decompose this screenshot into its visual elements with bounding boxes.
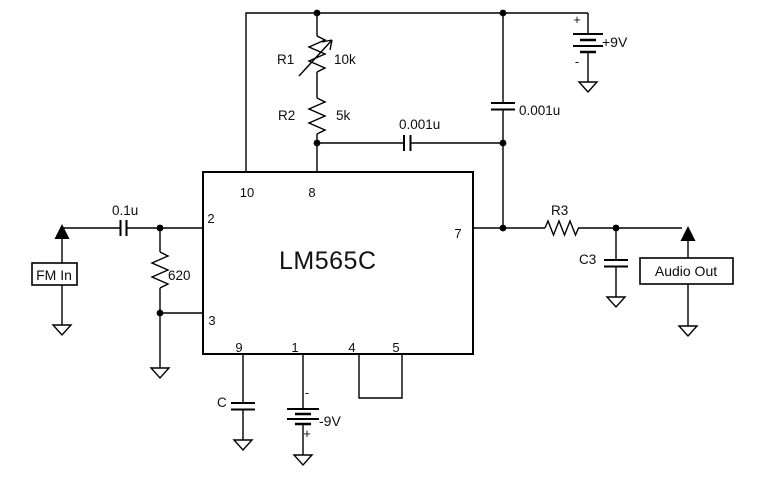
ic-pin-7-label: 7 [454, 226, 461, 241]
vpos-label: +9V [602, 34, 628, 50]
resistor-zigzag-icon [307, 35, 327, 73]
vpos-minus-sign: - [575, 55, 579, 69]
junction-dot [499, 9, 507, 17]
c-bypass-value: 0.001u [519, 103, 560, 118]
audio-out-label: Audio Out [655, 263, 717, 279]
battery-long-plate-icon [573, 33, 603, 47]
ic-lm565c: LM565C 10 8 2 3 7 9 1 4 5 [202, 171, 474, 355]
supply-positive-9v: + - +9V [573, 13, 628, 69]
arrow-up-icon [680, 226, 696, 241]
junction-dot [612, 224, 620, 232]
resistor-zigzag-icon [544, 219, 580, 237]
c-timing-label: C [217, 395, 227, 410]
battery-short-plate-icon [295, 412, 311, 426]
vneg-minus-sign: - [305, 386, 309, 400]
terminal-fm-in: FM In [31, 224, 78, 286]
ground-icon [677, 325, 699, 338]
capacitor-icon [491, 102, 515, 111]
capacitor-icon [119, 220, 128, 236]
supply-negative-9v: - + -9V [287, 386, 341, 441]
capacitor-bypass-0.001u: 0.001u [491, 102, 560, 118]
resistor-zigzag-icon [150, 251, 170, 289]
fm-in-box [31, 262, 78, 286]
ground-icon [292, 454, 314, 467]
ic-pin-9-label: 9 [235, 340, 242, 355]
resistor-620: 620 [150, 251, 191, 289]
ground-symbols [51, 81, 699, 467]
ground-icon [232, 439, 254, 452]
c-in-value: 0.1u [112, 203, 138, 218]
capacitor-timing-c: C [217, 395, 255, 411]
ic-pin-4-label: 4 [348, 340, 355, 355]
resistor-r1-variable: R1 10k [277, 35, 356, 77]
battery-short-plate-icon [580, 38, 596, 54]
ic-pin-5-label: 5 [392, 340, 399, 355]
ic-pin-10-label: 10 [240, 185, 254, 200]
vneg-label: -9V [319, 413, 341, 429]
capacitor-input-0.1u: 0.1u [112, 203, 138, 236]
wire-pin4-pin5-jumper [358, 354, 403, 399]
resistor-r2: R2 5k [278, 97, 351, 135]
r1-value: 10k [334, 52, 356, 67]
terminal-audio-out: Audio Out [639, 226, 734, 285]
ground-icon [577, 81, 599, 94]
junction-dot [499, 224, 507, 232]
vneg-plus-sign: + [303, 427, 310, 441]
ground-icon [605, 296, 627, 309]
r620-value: 620 [168, 268, 191, 283]
ground-icon [149, 367, 171, 380]
wire-top-rail [245, 12, 588, 172]
vpos-plus-sign: + [573, 13, 580, 27]
ic-pin-8-label: 8 [308, 185, 315, 200]
r2-label: R2 [278, 108, 295, 123]
c-filter-value: 0.001u [399, 117, 440, 132]
arrow-up-icon [54, 224, 70, 239]
capacitor-icon [604, 259, 628, 268]
junction-dot [313, 9, 321, 17]
c3-label: C3 [579, 252, 596, 267]
audio-out-box [639, 257, 734, 285]
r3-label: R3 [551, 203, 568, 218]
r2-value: 5k [336, 108, 351, 123]
capacitor-c3: C3 [579, 252, 628, 268]
junction-dot [156, 224, 164, 232]
ground-icon [51, 324, 73, 337]
battery-long-plate-icon [287, 408, 319, 420]
junction-dot [313, 139, 321, 147]
resistor-r3: R3 [544, 203, 580, 237]
junction-dots [156, 9, 620, 317]
junction-dot [499, 139, 507, 147]
capacitor-icon [231, 402, 255, 411]
capacitor-filter-0.001u: 0.001u [399, 117, 440, 151]
r1-label: R1 [277, 52, 294, 67]
capacitor-icon [403, 135, 412, 151]
junction-dot [156, 309, 164, 317]
resistor-zigzag-icon [307, 97, 327, 135]
ic-label: LM565C [279, 247, 377, 275]
potentiometer-arrow-icon [298, 39, 333, 77]
ic-body [202, 171, 474, 355]
ic-pin-2-label: 2 [207, 211, 214, 226]
ic-pin-1-label: 1 [291, 340, 298, 355]
fm-in-label: FM In [36, 267, 72, 283]
ic-pin-3-label: 3 [208, 313, 215, 328]
